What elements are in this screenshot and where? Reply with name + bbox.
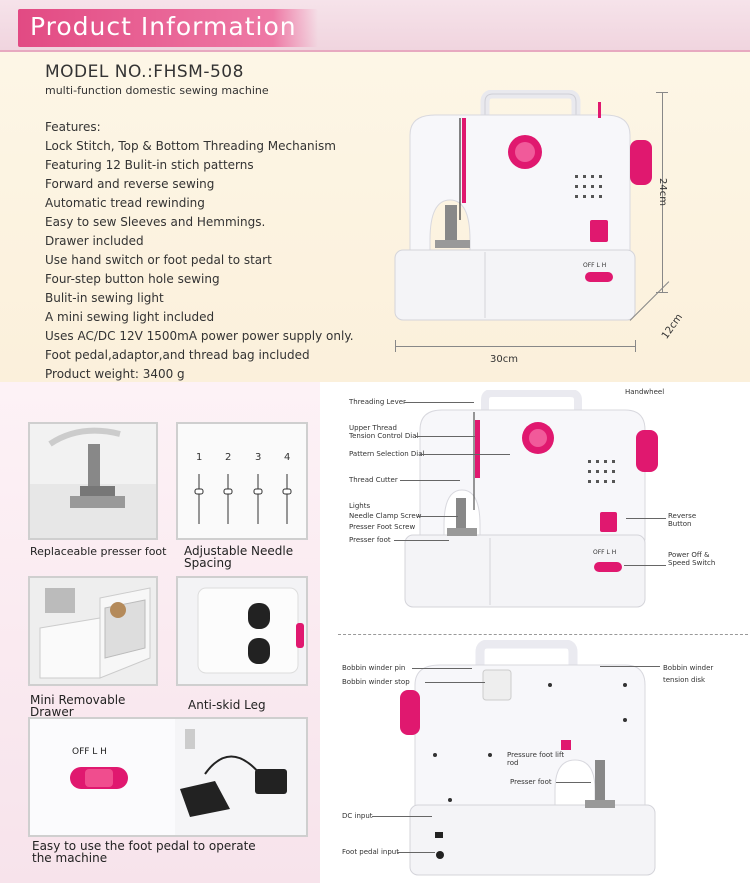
feature-item: Forward and reverse sewing: [45, 177, 215, 191]
label-back-presser-foot: Presser foot: [510, 778, 552, 786]
foot-pedal-photo: OFF L H: [28, 717, 308, 837]
label-needle-clamp: Needle Clamp Screw: [349, 512, 422, 520]
label-reverse-button: Reverse Button: [668, 512, 697, 528]
presser-foot-caption: Replaceable presser foot: [30, 545, 167, 558]
drawer-image: [30, 578, 156, 684]
label-bobbin-winder-pin: Bobbin winder pin: [342, 664, 406, 672]
leader-line: [400, 480, 460, 481]
sewing-machine-front-image: [404, 390, 658, 608]
label-lights: Lights: [349, 502, 371, 510]
feature-item: Foot pedal,adaptor,and thread bag includ…: [45, 348, 310, 362]
page-title: Product Information: [30, 12, 297, 41]
feature-item: Lock Stitch, Top & Bottom Threading Mech…: [45, 139, 336, 153]
label-foot-pedal-input: Foot pedal input: [342, 848, 399, 856]
leader-line: [397, 852, 435, 853]
drawer-caption: Mini Removable Drawer: [30, 693, 126, 719]
leader-line: [420, 454, 510, 455]
header-title-band: [18, 9, 318, 47]
dimension-line-width: [395, 346, 635, 347]
leader-line: [394, 540, 449, 541]
drawer-photo: [28, 576, 158, 686]
needle-position-4: 4: [284, 452, 291, 463]
leader-line: [415, 436, 475, 437]
label-threading-lever: Threading Lever: [349, 398, 406, 406]
leader-line: [404, 402, 474, 403]
label-power-switch: Power Off & Speed Switch: [668, 551, 716, 567]
leader-line: [412, 668, 472, 669]
anti-skid-image: [178, 578, 306, 684]
needle-position-3: 3: [255, 452, 262, 463]
header-divider: [0, 50, 750, 52]
leader-line: [600, 666, 660, 667]
leader-line: [425, 682, 485, 683]
sewing-machine-main-image: OFF L H: [394, 90, 652, 321]
dimension-tick: [635, 340, 636, 352]
needle-spacing-caption: Adjustable Needle Spacing: [184, 544, 294, 570]
label-dc-input: DC input: [342, 812, 373, 820]
feature-item: Product weight: 3400 g: [45, 367, 185, 381]
label-bobbin-tension-disk: Bobbin winder tension disk: [663, 664, 714, 684]
feature-item: Drawer included: [45, 234, 144, 248]
dimension-tick: [656, 92, 668, 93]
front-switch-text: OFF L H: [593, 549, 617, 556]
needle-position-1: 1: [196, 452, 203, 463]
label-upper-thread-tension: Upper Thread Tension Control Dial: [349, 424, 419, 440]
presser-foot-photo: [28, 422, 158, 540]
anti-skid-caption: Anti-skid Leg: [188, 698, 266, 712]
svg-text:OFF L H: OFF L H: [583, 262, 606, 269]
label-bobbin-winder-stop: Bobbin winder stop: [342, 678, 410, 686]
feature-item: Featuring 12 Bulit-in stich patterns: [45, 158, 254, 172]
needle-spacing-photo: 1 2 3 4: [176, 422, 308, 540]
dimension-tick: [656, 292, 668, 293]
label-pattern-dial: Pattern Selection Dial: [349, 450, 425, 458]
svg-text:OFF L H: OFF L H: [72, 747, 107, 757]
leader-line: [626, 518, 666, 519]
dimension-height-label: 24cm: [657, 178, 668, 206]
presser-foot-image: [30, 424, 156, 538]
model-subtitle: multi-function domestic sewing machine: [45, 84, 269, 97]
needle-position-2: 2: [225, 452, 232, 463]
section-divider: [338, 634, 748, 635]
feature-item: Uses AC/DC 12V 1500mA power power supply…: [45, 329, 354, 343]
sewing-machine-back-image: [400, 640, 656, 876]
feature-list: Features: Lock Stitch, Top & Bottom Thre…: [45, 118, 425, 384]
needle-spacing-marks: [194, 474, 292, 524]
feature-item: A mini sewing light included: [45, 310, 215, 324]
dimension-width-label: 30cm: [490, 354, 518, 365]
foot-pedal-image: OFF L H: [30, 719, 306, 835]
feature-item: Easy to sew Sleeves and Hemmings.: [45, 215, 266, 229]
label-pressure-foot-lift-rod: Pressure foot lift rod: [507, 751, 565, 767]
label-presser-foot: Presser foot: [349, 536, 391, 544]
anti-skid-photo: [176, 576, 308, 686]
leader-line: [556, 782, 591, 783]
feature-item: Bulit-in sewing light: [45, 291, 164, 305]
label-handwheel: Handwheel: [625, 388, 665, 396]
feature-item: Use hand switch or foot pedal to start: [45, 253, 272, 267]
features-heading: Features:: [45, 120, 101, 134]
leader-line: [418, 516, 458, 517]
feature-item: Automatic tread rewinding: [45, 196, 205, 210]
label-presser-foot-screw: Presser Foot Screw: [349, 523, 416, 531]
foot-pedal-caption: Easy to use the foot pedal to operate th…: [32, 839, 256, 865]
feature-item: Four-step button hole sewing: [45, 272, 220, 286]
label-thread-cutter: Thread Cutter: [349, 476, 398, 484]
leader-line: [372, 816, 432, 817]
dimension-line-height: [662, 92, 663, 292]
dimension-tick: [395, 340, 396, 352]
model-number: MODEL NO.:FHSM-508: [45, 62, 244, 82]
leader-line: [624, 565, 666, 566]
